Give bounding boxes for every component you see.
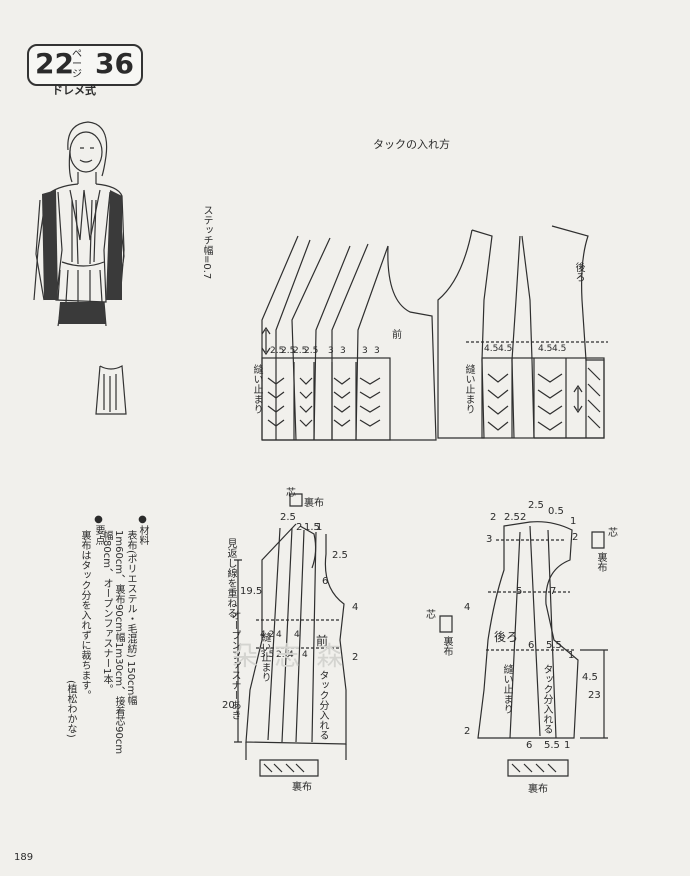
designer-credit: (植松わかな) [65, 680, 76, 738]
key-points-title: ●要点 [93, 514, 104, 545]
back-dim: 7 [550, 586, 557, 597]
front-dim: 2 [296, 522, 303, 533]
back-interfacing-label: 芯 [608, 528, 618, 539]
front-tuck-note: タック分入れる [317, 670, 328, 740]
back-dim: 3 [486, 534, 493, 545]
zipper-note: オープンファスナーあき [229, 610, 240, 720]
stitch-width-note: ステッチ幅=0.7 [201, 205, 212, 280]
back-dim: 1 [564, 740, 571, 751]
front-tuck-dim: 4 [294, 630, 300, 640]
front-dim: 1.5 [304, 522, 320, 533]
tuck-back-label: 後ろ [573, 262, 584, 282]
front-lining-label: 裏布 [304, 498, 324, 509]
materials-title: ●材料 [137, 514, 148, 545]
materials-body: 表布(ポリエステル・毛混紡) 150cm幅1m60cm、裏布90cm幅1m30c… [101, 530, 136, 755]
back-side-interfacing-label: 芯 [426, 610, 436, 621]
drafting-method: ドレメ式 [52, 84, 96, 97]
back-dim: 2 [464, 726, 471, 737]
front-tuck-value: 3 [362, 346, 368, 356]
tuck-diagram-title: タックの入れ方 [373, 138, 450, 151]
front-sew-stop: 縫い止まり [259, 632, 270, 682]
page-reference-unit: ページ [72, 49, 82, 80]
front-tuck-dim: 4 [276, 630, 282, 640]
front-tuck-dim: 3.5 [260, 650, 275, 660]
front-dim: 19.5 [240, 586, 263, 597]
front-dim: 2.5 [280, 512, 296, 523]
front-pattern-label: 前 [316, 634, 329, 648]
back-dim: 4 [464, 602, 471, 613]
front-tuck-dim: 4 [288, 650, 294, 660]
back-dim: 23 [588, 690, 601, 701]
front-tuck-value: 2.5 [281, 346, 296, 356]
back-pattern-label: 後ろ [494, 630, 519, 644]
front-tuck-value: 3 [328, 346, 334, 356]
back-tuck-value: 4.5 [484, 344, 499, 354]
back-dim: 2.5 [504, 512, 520, 523]
key-points-body: 裏布はタック分を入れずに裁ちます。 [79, 530, 90, 700]
front-tuck-value: 2.5 [270, 346, 285, 356]
back-dim: 5.5 [546, 640, 562, 651]
page-reference-number: 22 [35, 47, 74, 80]
back-dim: 2 [490, 512, 497, 523]
front-dim: 2.5 [332, 550, 348, 561]
front-dim: 1 [316, 522, 323, 533]
back-dim: 5 [516, 586, 523, 597]
back-tuck-value: 4.5 [552, 344, 567, 354]
back-lining-label: 裏布 [595, 552, 606, 572]
back-tuck-value: 4.5 [498, 344, 513, 354]
back-dim: 1 [570, 516, 577, 527]
back-side-lining-label: 裏布 [441, 636, 452, 656]
front-tuck-dim: 4 [302, 650, 308, 660]
back-dim: 2 [572, 532, 579, 543]
front-dim: 4 [352, 602, 359, 613]
front-tuck-value: 3 [374, 346, 380, 356]
back-dim: 2 [520, 512, 527, 523]
front-dim: 2 [352, 652, 359, 663]
front-tuck-value: 3 [340, 346, 346, 356]
back-dim: 0.5 [548, 506, 564, 517]
back-dim: 6 [528, 640, 535, 651]
back-dim: 4.5 [582, 672, 598, 683]
front-tuck-dim: 2.5 [276, 650, 291, 660]
page-number: 189 [14, 852, 34, 863]
tuck-back-sew-stop: 縫い止まり [463, 364, 474, 414]
back-tuck-value: 4.5 [538, 344, 553, 354]
back-dim: 5.5 [544, 740, 560, 751]
tuck-front-sew-stop: 縫い止まり [251, 364, 262, 414]
back-dim: 6 [526, 740, 533, 751]
front-tuck-dim: 4.2 [260, 630, 275, 640]
pattern-number-badge: 22 ページ 36 [27, 44, 143, 86]
watermark: 朵 志 森 [232, 642, 347, 672]
front-bottom-lining-label: 裏布 [292, 782, 312, 793]
back-sew-stop: 縫い止まり [501, 664, 512, 714]
back-tuck-note: タック分入れる [541, 664, 552, 734]
tuck-front-label: 前 [392, 330, 402, 341]
back-dim: 2.5 [528, 500, 544, 511]
front-dim: 20 [222, 700, 235, 711]
facing-note: 見返し線を重ねる [225, 538, 236, 618]
back-bottom-lining-label: 裏布 [528, 784, 548, 795]
back-dim: 1 [568, 650, 575, 661]
front-dim: 6 [322, 576, 329, 587]
front-tuck-value: 2.5 [304, 346, 319, 356]
front-interfacing-label: 芯 [286, 488, 296, 499]
front-tuck-value: 2.5 [293, 346, 308, 356]
pattern-number: 36 [95, 47, 134, 80]
